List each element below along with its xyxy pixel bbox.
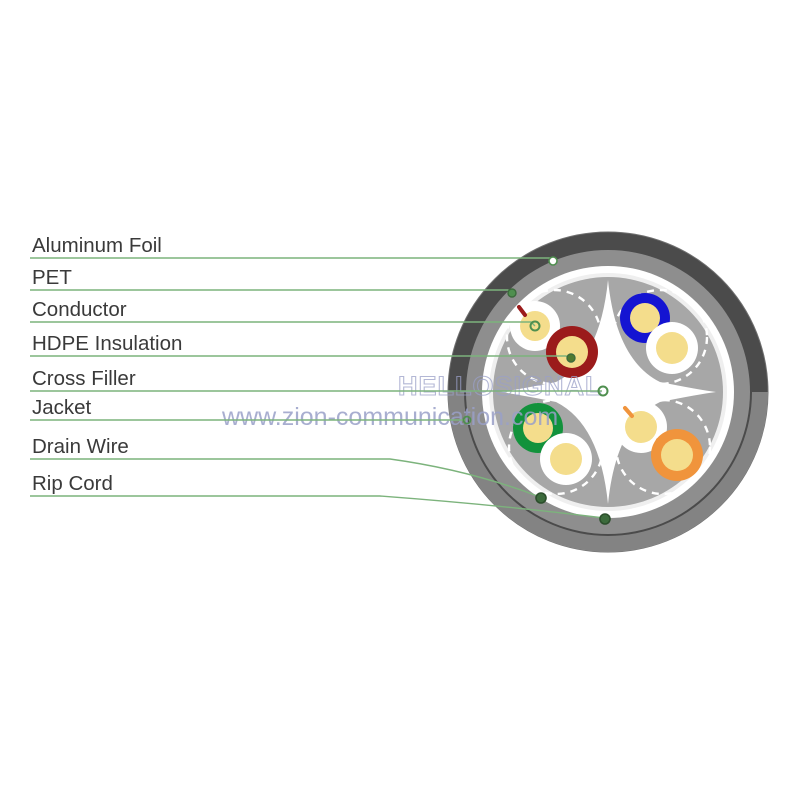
- twist-mark: [623, 406, 634, 418]
- blue-white-pair: [611, 288, 709, 386]
- callout-line-conductor: [30, 321, 536, 327]
- brown-wire: [546, 326, 598, 378]
- conductor: [630, 303, 660, 333]
- callout-label-rip-cord: Rip Cord: [32, 472, 113, 495]
- watermark-brand: HELLOSIGNAL: [398, 371, 603, 401]
- callout-endpoint-aluminum-foil: [548, 256, 558, 266]
- callout-endpoint-drain-wire: [535, 492, 547, 504]
- callout-endpoint-pet: [507, 288, 517, 298]
- white-orange-wire: [615, 401, 667, 453]
- callout-endpoint-hdpe-insulation: [566, 353, 576, 363]
- conductor: [625, 411, 657, 443]
- conductor: [523, 413, 553, 443]
- pair-twist-outline: [614, 398, 712, 496]
- conductor: [661, 439, 693, 471]
- orange-wire: [651, 429, 703, 481]
- white-blue-wire: [646, 322, 698, 374]
- callout-lines: [30, 256, 611, 525]
- callout-endpoint-conductor: [529, 320, 541, 332]
- watermark-url: www.zion-communication.com: [221, 403, 558, 431]
- callout-line-rip-cord: [30, 495, 605, 519]
- callout-label-aluminum-foil: Aluminum Foil: [32, 234, 162, 257]
- green-white-pair: [507, 398, 605, 496]
- orange-white-pair: [614, 398, 712, 496]
- callout-label-cross-filler: Cross Filler: [32, 367, 136, 390]
- conductor: [656, 332, 688, 364]
- callout-label-drain-wire: Drain Wire: [32, 435, 129, 458]
- callout-endpoint-rip-cord: [599, 513, 611, 525]
- conductor: [556, 336, 588, 368]
- twist-mark: [517, 305, 527, 317]
- callout-label-jacket: Jacket: [32, 396, 92, 419]
- pair-twist-outline: [507, 398, 605, 496]
- callout-labels: Aluminum Foil PET Conductor HDPE Insulat…: [32, 234, 182, 495]
- conductor: [550, 443, 582, 475]
- pair-twist-outline: [611, 288, 709, 386]
- callout-endpoint-jacket: [462, 415, 472, 425]
- callout-line-drain-wire: [30, 458, 541, 498]
- callout-label-conductor: Conductor: [32, 298, 127, 321]
- pair-twist-outline: [505, 288, 603, 386]
- jacket-shading: [448, 392, 768, 552]
- callout-label-pet: PET: [32, 266, 72, 289]
- callout-endpoint-cross-filler: [597, 385, 609, 397]
- blue-wire: [620, 293, 670, 343]
- white-green-wire: [540, 433, 592, 485]
- watermark: HELLOSIGNAL www.zion-communication.com: [221, 370, 603, 431]
- callout-label-hdpe-insulation: HDPE Insulation: [32, 332, 182, 355]
